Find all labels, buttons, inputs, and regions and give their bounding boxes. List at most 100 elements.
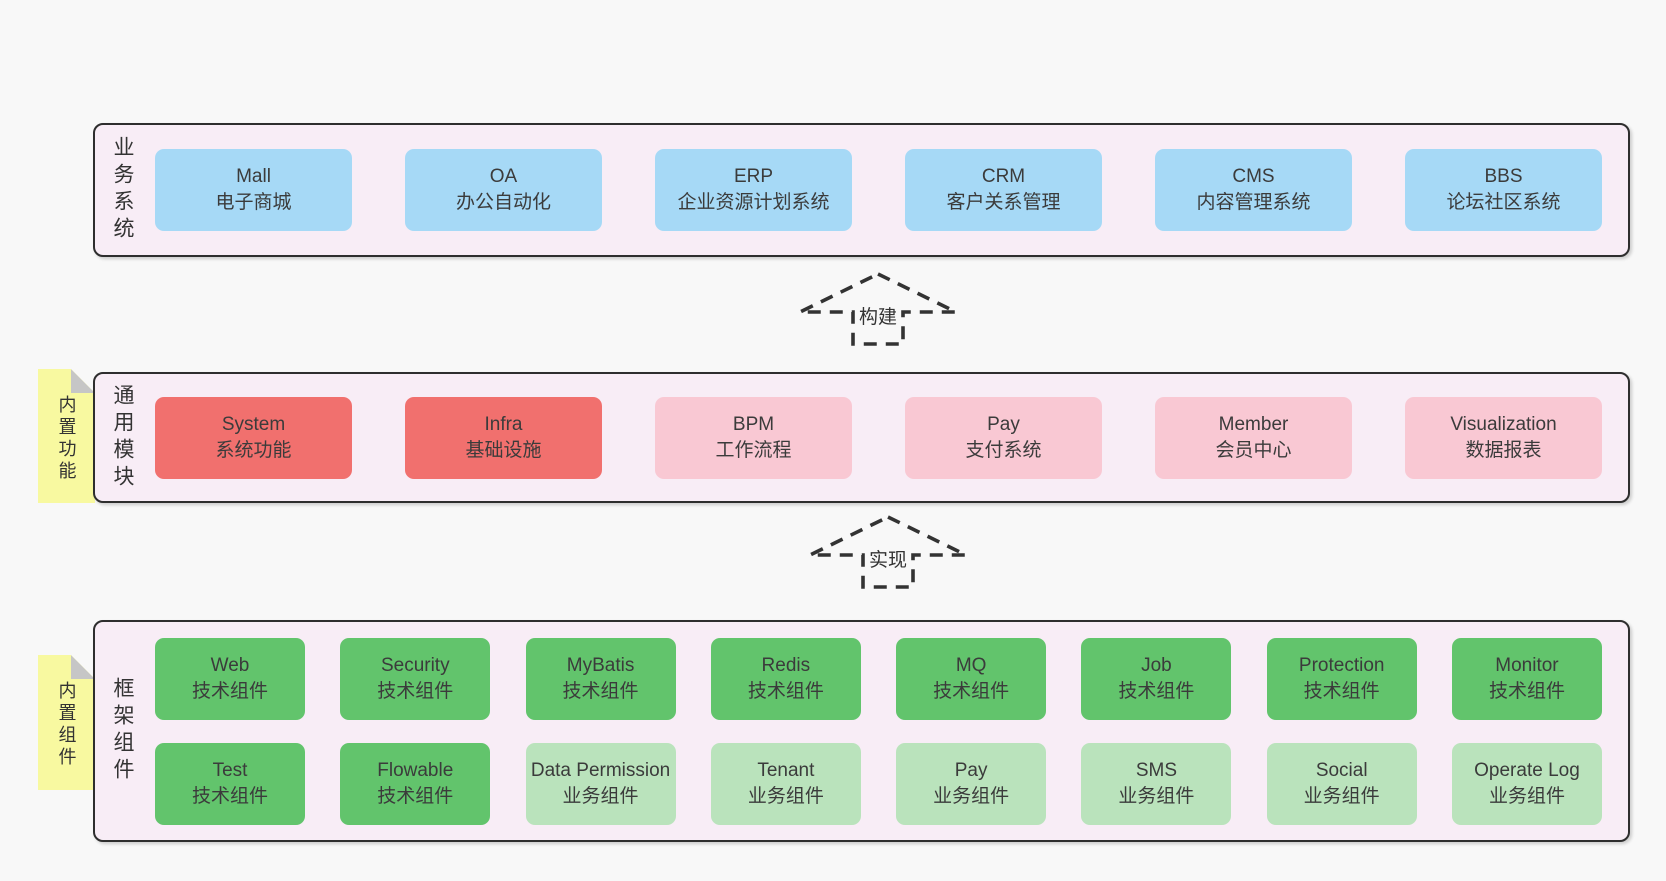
box-subtitle: 技术组件 xyxy=(377,785,454,807)
box-flowable: Flowable 技术组件 xyxy=(340,742,491,825)
box-job: Job 技术组件 xyxy=(1081,637,1232,720)
box-tenant: Tenant 业务组件 xyxy=(710,742,861,825)
box-title: BPM xyxy=(732,413,775,435)
band-framework-components: 框架组件 Web 技术组件 Security 技术组件 MyBatis 技术组件… xyxy=(93,620,1630,842)
box-monitor: Monitor 技术组件 xyxy=(1451,637,1602,720)
box-protection: Protection 技术组件 xyxy=(1266,637,1417,720)
box-bbs: BBS 论坛社区系统 xyxy=(1405,149,1602,231)
box-title: Visualization xyxy=(1450,413,1557,435)
note-text: 内置组件 xyxy=(56,681,77,769)
box-mybatis: MyBatis 技术组件 xyxy=(525,637,676,720)
box-subtitle: 技术组件 xyxy=(1118,680,1195,702)
box-subtitle: 业务组件 xyxy=(1303,785,1380,807)
box-redis: Redis 技术组件 xyxy=(710,637,861,720)
box-operate-log: Operate Log 业务组件 xyxy=(1451,742,1602,825)
box-pay-component: Pay 业务组件 xyxy=(896,742,1047,825)
arrow-build: 构建 xyxy=(796,270,960,348)
box-title: Data Permission xyxy=(530,759,671,781)
box-title: Pay xyxy=(954,759,988,781)
box-subtitle: 技术组件 xyxy=(191,785,268,807)
note-text: 内置功能 xyxy=(56,395,77,483)
box-subtitle: 客户关系管理 xyxy=(946,192,1061,213)
band-label: 业务系统 xyxy=(111,136,134,244)
box-visualization: Visualization 数据报表 xyxy=(1405,396,1602,479)
box-pay-system: Pay 支付系统 xyxy=(905,396,1102,479)
arrow-label: 实现 xyxy=(865,545,911,572)
box-subtitle: 办公自动化 xyxy=(455,192,551,213)
box-erp: ERP 企业资源计划系统 xyxy=(655,149,852,231)
box-title: Redis xyxy=(761,654,811,676)
box-title: Security xyxy=(380,654,450,676)
box-subtitle: 业务组件 xyxy=(1488,785,1565,807)
box-subtitle: 技术组件 xyxy=(933,680,1010,702)
up-arrow-icon xyxy=(799,271,957,346)
box-subtitle: 会员中心 xyxy=(1215,439,1292,461)
box-infra: Infra 基础设施 xyxy=(405,396,602,479)
box-web: Web 技术组件 xyxy=(155,637,305,720)
box-subtitle: 技术组件 xyxy=(191,680,268,702)
box-title: Tenant xyxy=(757,759,815,781)
box-title: Job xyxy=(1141,654,1172,676)
box-subtitle: 技术组件 xyxy=(562,680,639,702)
box-title: Flowable xyxy=(377,759,454,781)
up-arrow-icon xyxy=(809,514,967,589)
box-crm: CRM 客户关系管理 xyxy=(905,149,1102,231)
arrow-label: 构建 xyxy=(855,302,901,329)
box-subtitle: 数据报表 xyxy=(1465,439,1542,461)
box-bpm: BPM 工作流程 xyxy=(655,396,852,479)
box-title: ERP xyxy=(733,166,774,188)
box-title: Pay xyxy=(987,413,1020,435)
box-title: SMS xyxy=(1135,759,1177,781)
box-data-permission: Data Permission 业务组件 xyxy=(525,742,676,825)
box-mq: MQ 技术组件 xyxy=(896,637,1047,720)
note-fold-corner xyxy=(71,369,95,393)
box-subtitle: 业务组件 xyxy=(1118,785,1195,807)
box-subtitle: 技术组件 xyxy=(747,680,824,702)
box-mall: Mall 电子商城 xyxy=(155,149,352,231)
box-cms: CMS 内容管理系统 xyxy=(1155,149,1352,231)
band-label: 通用模块 xyxy=(111,383,134,492)
box-title: Social xyxy=(1315,759,1368,781)
box-title: Infra xyxy=(484,413,523,435)
box-system: System 系统功能 xyxy=(155,396,352,479)
box-subtitle: 内容管理系统 xyxy=(1196,192,1311,213)
box-title: Mall xyxy=(236,166,271,188)
band-common-modules: 通用模块 System 系统功能 Infra 基础设施 BPM 工作流程 Pay… xyxy=(93,372,1630,503)
box-title: CMS xyxy=(1232,166,1275,188)
box-title: Monitor xyxy=(1495,654,1559,676)
box-subtitle: 基础设施 xyxy=(465,439,542,461)
box-title: CRM xyxy=(981,166,1026,188)
box-sms: SMS 业务组件 xyxy=(1081,742,1232,825)
box-title: Test xyxy=(212,759,248,781)
box-subtitle: 工作流程 xyxy=(715,439,792,461)
box-social: Social 业务组件 xyxy=(1266,742,1417,825)
box-title: BBS xyxy=(1484,166,1523,188)
box-test: Test 技术组件 xyxy=(155,742,305,825)
box-subtitle: 技术组件 xyxy=(1303,680,1380,702)
box-subtitle: 业务组件 xyxy=(562,785,639,807)
box-oa: OA 办公自动化 xyxy=(405,149,602,231)
box-title: System xyxy=(221,413,286,435)
sticky-note-builtin-features: 内置功能 xyxy=(38,369,95,503)
box-member: Member 会员中心 xyxy=(1155,396,1352,479)
box-security: Security 技术组件 xyxy=(340,637,491,720)
box-subtitle: 支付系统 xyxy=(965,439,1042,461)
sticky-note-builtin-components: 内置组件 xyxy=(38,655,95,790)
box-title: MyBatis xyxy=(566,654,635,676)
box-subtitle: 论坛社区系统 xyxy=(1446,192,1561,213)
arrow-implement: 实现 xyxy=(806,513,970,591)
box-title: OA xyxy=(489,166,518,188)
box-subtitle: 业务组件 xyxy=(747,785,824,807)
box-subtitle: 电子商城 xyxy=(215,192,292,213)
band-label: 框架组件 xyxy=(111,677,134,785)
box-title: Protection xyxy=(1298,654,1385,676)
box-subtitle: 系统功能 xyxy=(215,439,292,461)
band-business-systems: 业务系统 Mall 电子商城 OA 办公自动化 ERP 企业资源计划系统 CRM… xyxy=(93,123,1630,257)
box-title: Operate Log xyxy=(1474,759,1580,781)
box-subtitle: 企业资源计划系统 xyxy=(677,192,830,213)
box-subtitle: 技术组件 xyxy=(377,680,454,702)
box-subtitle: 技术组件 xyxy=(1488,680,1565,702)
box-title: Web xyxy=(210,654,250,676)
box-title: Member xyxy=(1218,413,1289,435)
